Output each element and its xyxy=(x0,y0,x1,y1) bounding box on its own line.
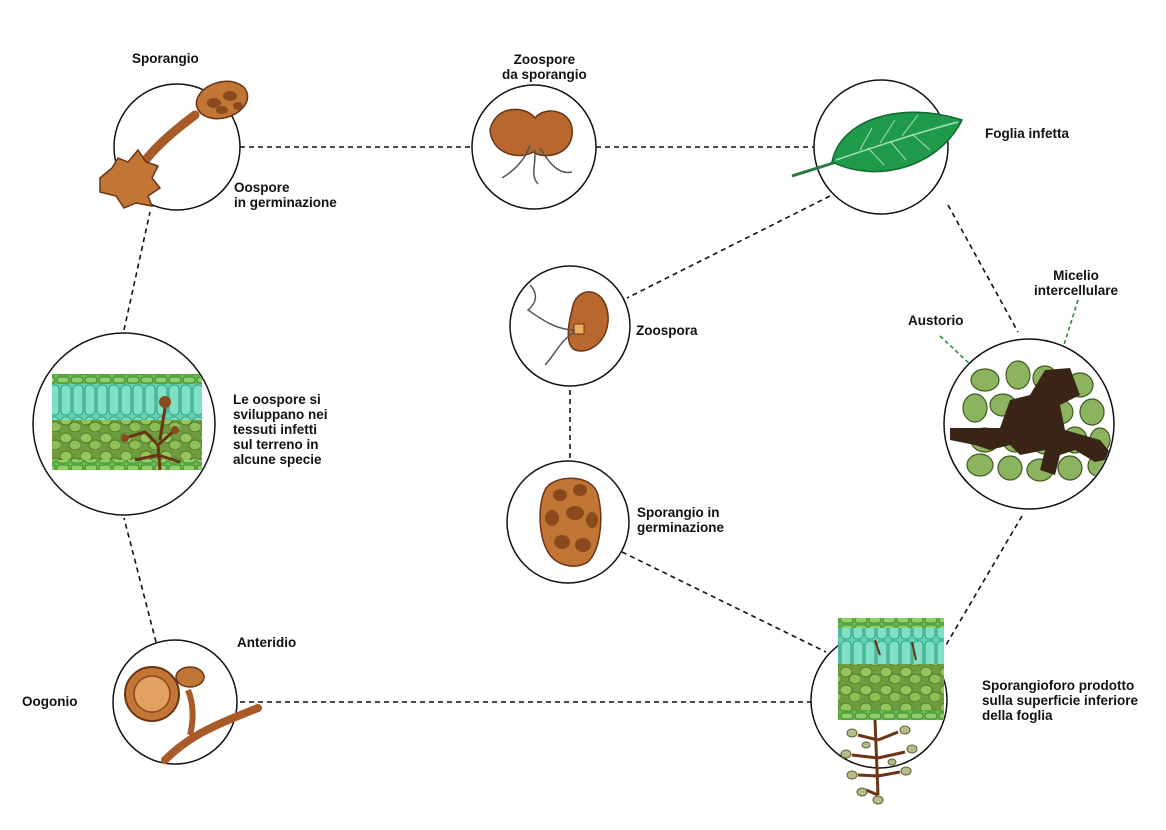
label-oospore-germinazione: Oospore in germinazione xyxy=(234,180,337,210)
node-zoospore xyxy=(471,84,597,210)
pointer-austorio xyxy=(939,335,973,367)
label-oospore-sviluppo: Le oospore si sviluppano nei tessuti inf… xyxy=(233,392,328,467)
node-zoospora xyxy=(509,265,631,387)
palisade-layer xyxy=(52,384,202,420)
label-zoospore-sporangio: Zoospore da sporangio xyxy=(502,52,587,82)
node-sporangio-germ xyxy=(506,460,630,584)
node-sporangio xyxy=(99,80,249,211)
label-oogonio: Oogonio xyxy=(22,694,77,709)
label-micelio-intercellulare: Micelio intercellulare xyxy=(1034,268,1119,298)
sporangium-icon xyxy=(195,80,249,120)
label-anteridio: Anteridio xyxy=(237,635,296,650)
node-foglia xyxy=(791,79,964,215)
connector-sezione-sporangio xyxy=(123,211,151,331)
antheridium-icon xyxy=(175,666,205,688)
leaf-icon xyxy=(831,111,964,173)
palisade-layer-2 xyxy=(838,628,944,664)
label-zoospora: Zoospora xyxy=(636,323,698,338)
connector-foglia-micelio xyxy=(947,204,1019,333)
cycle-connectors xyxy=(123,146,1023,703)
hypha-branch xyxy=(161,704,262,764)
label-foglia-infetta: Foglia infetta xyxy=(985,126,1069,141)
label-sporangio-germinazione: Sporangio in germinazione xyxy=(637,505,725,535)
connector-foglia-zoospora xyxy=(626,195,831,299)
lower-epidermis xyxy=(52,460,202,470)
label-sporangio: Sporangio xyxy=(132,51,199,66)
label-austorio: Austorio xyxy=(908,313,964,328)
oospore-mass-icon xyxy=(99,148,162,209)
oospore-hypha-icon xyxy=(124,407,181,471)
connector-micelio-sporangioforo xyxy=(945,515,1023,646)
spongy-mesophyll-2 xyxy=(838,664,944,710)
label-sporangioforo: Sporangioforo prodotto sulla superficie … xyxy=(982,678,1139,723)
connector-sporangio-germ-sporangioforo xyxy=(621,551,827,653)
sporangiophore-icon xyxy=(851,719,906,797)
pointer-lines xyxy=(939,299,1079,367)
hyphae-icon xyxy=(950,368,1113,475)
sporangia-cluster xyxy=(840,725,918,805)
node-sezione-oospore xyxy=(32,332,216,516)
node-micelio xyxy=(943,338,1115,510)
connector-oogonio-sezione xyxy=(123,517,157,643)
upper-epidermis xyxy=(52,374,202,384)
node-oogonio xyxy=(112,639,262,765)
zoospore-cell-icon xyxy=(489,108,573,157)
node-sporangioforo xyxy=(810,618,948,805)
